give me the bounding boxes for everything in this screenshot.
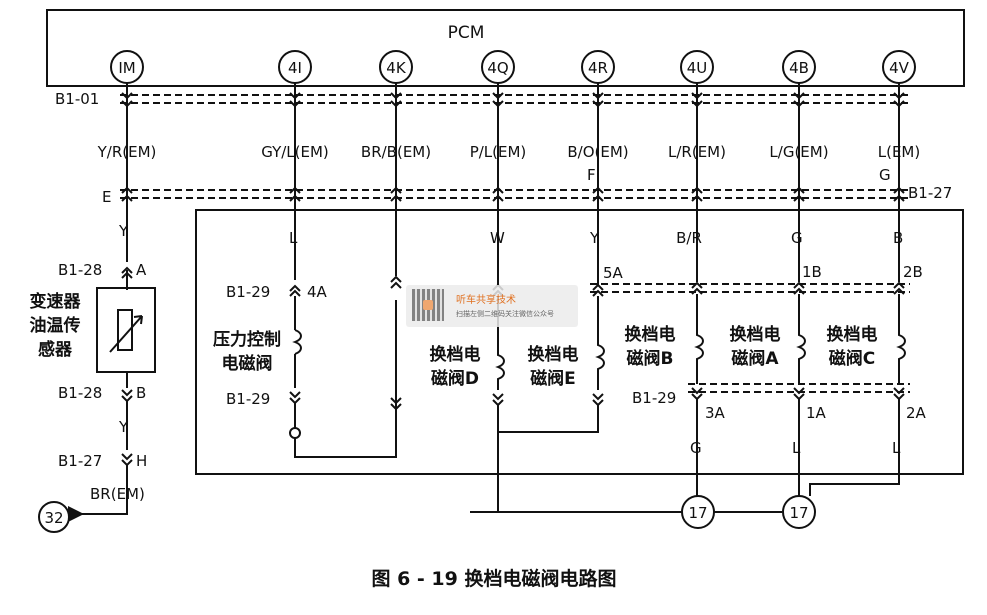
pcm-pin-4v: 4V — [882, 50, 916, 84]
wire-l-bottom-1: L — [792, 439, 801, 457]
svg-text:4V: 4V — [889, 59, 910, 77]
wire-b: B — [893, 229, 903, 247]
wire-color-4k: BR/B(EM) — [361, 143, 431, 161]
valve-a-label-1: 换档电 — [730, 324, 781, 345]
pcm-pin-4q: 4Q — [481, 50, 515, 84]
svg-text:4U: 4U — [687, 59, 708, 77]
pressure-valve-label-1: 压力控制 — [213, 329, 281, 350]
pressure-valve-label-2: 电磁阀 — [222, 353, 273, 374]
wire-w: W — [490, 229, 505, 247]
valve-d-label-2: 磁阀D — [431, 368, 479, 389]
connector-lower-right — [688, 383, 910, 393]
label-b1-29-top: B1-29 — [226, 283, 270, 301]
wire-color-4i: GY/L(EM) — [261, 143, 329, 161]
connector-b1-01 — [120, 94, 910, 104]
wire-g: G — [791, 229, 803, 247]
wire-y-2: Y — [118, 418, 129, 436]
valve-c-label-1: 换档电 — [827, 324, 878, 345]
valve-e-label-2: 磁阀E — [530, 368, 576, 389]
wire-color-4b: L/G(EM) — [769, 143, 828, 161]
watermark-badge: 听车共享技术 扫描左侧二维码关注微信公众号 — [406, 285, 578, 327]
label-b1-29-mid: B1-29 — [226, 390, 270, 408]
label-a: A — [136, 261, 147, 279]
ground-17-right — [782, 495, 816, 529]
pcm-label: PCM — [448, 23, 485, 43]
wire-l-bottom-2: L — [892, 439, 901, 457]
label-b1-01: B1-01 — [55, 90, 99, 108]
transmission-box — [195, 209, 964, 475]
ground-17-left-label: 17 — [688, 504, 707, 522]
valve-e-label-1: 换档电 — [528, 344, 579, 365]
valve-a-label-2: 磁阀A — [731, 348, 779, 369]
label-1a: 1A — [806, 404, 827, 422]
label-b1-27-bottom: B1-27 — [58, 452, 102, 470]
svg-text:4R: 4R — [588, 59, 608, 77]
ground-17-right-label: 17 — [789, 504, 808, 522]
label-b1-28-top: B1-28 — [58, 261, 102, 279]
sensor-label-2: 油温传 — [30, 315, 81, 336]
wire-color-4v: L(EM) — [878, 143, 920, 161]
sensor-label-1: 变速器 — [30, 291, 82, 312]
label-b1-29-right: B1-29 — [632, 389, 676, 407]
valve-bac-circuit — [691, 212, 906, 496]
pcm-pin-4u: 4U — [680, 50, 714, 84]
label-2a: 2A — [906, 404, 927, 422]
valve-d-label-1: 换档电 — [430, 344, 481, 365]
chevrons-b1-01 — [121, 92, 905, 108]
wire-color-4q: P/L(EM) — [470, 143, 527, 161]
label-2b: 2B — [903, 263, 923, 281]
pcm-pin-4r: 4R — [581, 50, 615, 84]
label-b1-28-bottom: B1-28 — [58, 384, 102, 402]
svg-text:4Q: 4Q — [487, 59, 508, 77]
wire-color-4r: B/O(EM) — [567, 143, 628, 161]
pcm-box — [46, 9, 965, 87]
label-h: H — [136, 452, 147, 470]
wire-g-bottom: G — [690, 439, 702, 457]
pcm-wires — [126, 83, 900, 212]
qr-code-icon — [412, 289, 444, 321]
watermark-subtitle: 扫描左侧二维码关注微信公众号 — [456, 310, 554, 318]
label-5a: 5A — [603, 264, 624, 282]
wire-color-4u: L/R(EM) — [668, 143, 726, 161]
valve-c-label-2: 磁阀C — [829, 348, 875, 369]
label-4a: 4A — [307, 283, 328, 301]
wire-color-im: Y/R(EM) — [97, 143, 157, 161]
wire-y-1: Y — [118, 222, 129, 240]
label-f: F — [587, 166, 596, 184]
watermark-title: 听车共享技术 — [456, 295, 516, 306]
valve-b-label-2: 磁阀B — [627, 348, 674, 369]
figure-caption: 图 6 - 19 换档电磁阀电路图 — [371, 567, 616, 590]
label-b: B — [136, 384, 146, 402]
connector-upper-right — [590, 283, 910, 293]
label-1b: 1B — [802, 263, 822, 281]
ground-17-left — [681, 495, 715, 529]
wire-br: B/R — [676, 229, 702, 247]
wire-br-em: BR(EM) — [90, 485, 145, 503]
wire-l: L — [289, 229, 298, 247]
pressure-valve-circuit — [289, 212, 402, 458]
svg-text:IM: IM — [118, 59, 135, 77]
chevrons-b1-27 — [121, 186, 905, 202]
ground-32: 32 — [44, 509, 63, 527]
pcm-pin-4k: 4K — [379, 50, 413, 84]
svg-text:4I: 4I — [288, 59, 302, 77]
label-3a: 3A — [705, 404, 726, 422]
pcm-pin-4b: 4B — [782, 50, 816, 84]
svg-text:4K: 4K — [386, 59, 407, 77]
sensor-circuit — [38, 212, 156, 533]
label-e: E — [102, 188, 111, 206]
valve-b-label-1: 换档电 — [625, 324, 676, 345]
wire-y: Y — [589, 229, 600, 247]
pcm-pin-im: IM — [110, 50, 144, 84]
sensor-label-3: 感器 — [38, 339, 73, 360]
connector-b1-27 — [120, 189, 910, 199]
pcm-pin-4i: 4I — [278, 50, 312, 84]
svg-text:4B: 4B — [789, 59, 809, 77]
label-b1-27-right: B1-27 — [908, 184, 952, 202]
label-g: G — [879, 166, 891, 184]
